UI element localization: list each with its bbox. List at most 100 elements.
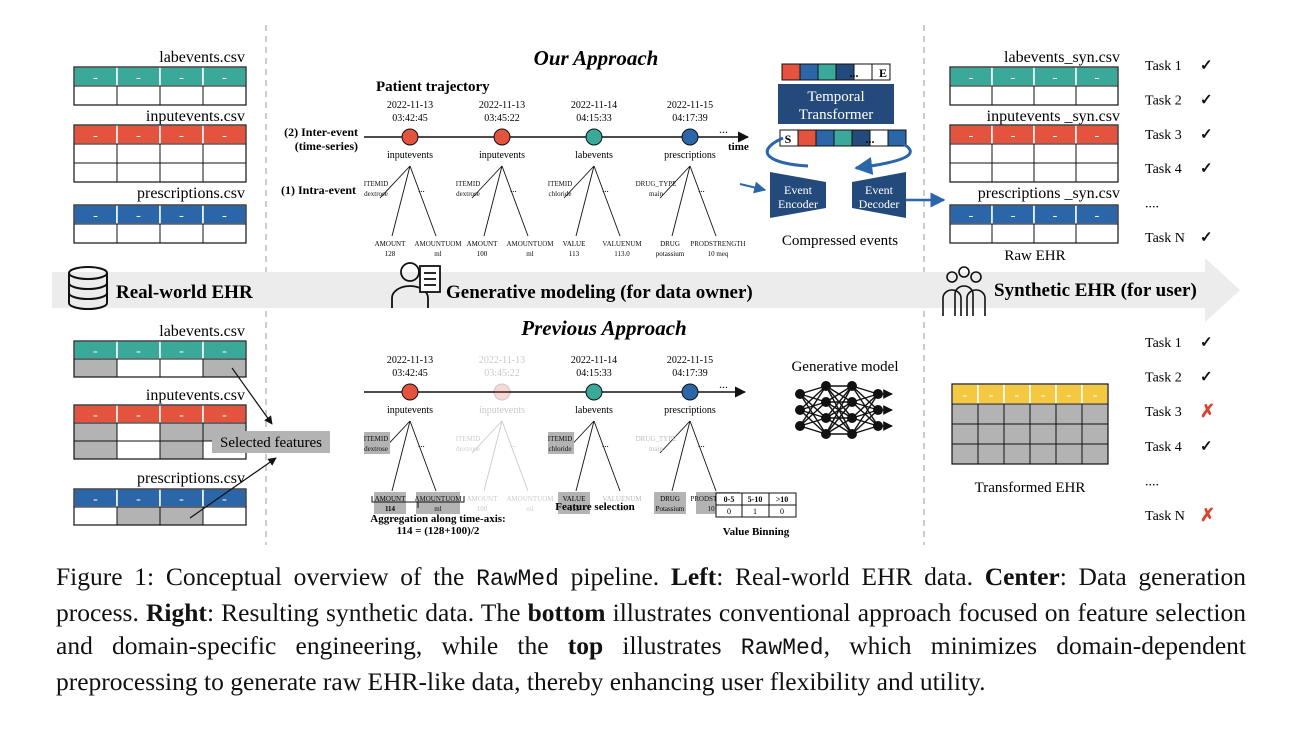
file-label: inputevents.csv (146, 387, 245, 404)
table-cell (1033, 85, 1077, 106)
event-circle (493, 383, 511, 401)
cell-dash: - (963, 388, 968, 403)
feature-key: DRUG (660, 240, 680, 248)
table-cell (1075, 85, 1119, 106)
file-label: inputevents.csv (146, 108, 245, 125)
table-cell (1003, 403, 1031, 425)
ehr-table: ------ (951, 383, 1109, 465)
neuron (821, 429, 831, 439)
temporal-transformer: ... E Temporal Transformer ... S Event E… (765, 63, 946, 249)
caption-bold: top (567, 631, 604, 660)
token-s: S (785, 132, 792, 146)
neuron (847, 429, 857, 439)
event-name: inputevents (479, 405, 525, 416)
binning-table: 0-5 5-10 >10 0 1 0 Value Binning (715, 492, 797, 538)
table-cell (116, 358, 161, 378)
table-cell (951, 423, 979, 445)
event-date: 2022-11-14 (571, 355, 617, 366)
feature-ellipsis: ... (602, 439, 609, 449)
table-cell (116, 85, 161, 106)
table-cell (73, 143, 118, 164)
table-border (73, 124, 247, 183)
feature-value: 10 meq (708, 250, 729, 258)
event-time: 04:17:39 (672, 368, 708, 379)
banner-center: Generative modeling (for data owner) (446, 282, 753, 303)
cell-dash: - (179, 209, 184, 224)
feature-key: AMOUNTUOM (506, 495, 554, 503)
file-label: prescriptions.csv (137, 185, 245, 202)
event-name: labevents (575, 150, 613, 161)
generative-model-label: Generative model (791, 359, 898, 375)
cell-dash: - (222, 71, 227, 86)
caption-bold: Left (670, 562, 717, 591)
table-cell (991, 162, 1035, 183)
cell-dash: - (222, 344, 227, 359)
cell-dash: - (1011, 71, 1016, 86)
table-border (949, 66, 1119, 106)
bin-value: 1 (753, 507, 757, 516)
neuron (847, 413, 857, 423)
table-cell (73, 422, 118, 442)
task-label: Task 2 (1145, 371, 1182, 386)
table-cell (1075, 223, 1119, 244)
table-cell (202, 506, 247, 526)
cell-dash: - (136, 129, 141, 144)
file-label: labevents.csv (159, 323, 245, 340)
table-cell (73, 506, 118, 526)
check-icon: ✓ (1200, 161, 1213, 177)
time-axis-label: time (728, 141, 749, 153)
raw-ehr-label: Raw EHR (1004, 248, 1065, 264)
task-label: Task 1 (1145, 336, 1182, 351)
file-label: labevents_syn.csv (1004, 49, 1120, 66)
task-item: Task 4✓ (1145, 161, 1213, 177)
table-cell (1033, 223, 1077, 244)
feature-key: AMOUNTUOM (414, 240, 462, 248)
feature-key: AMOUNT (467, 495, 498, 503)
feature-selection-label: Feature selection (555, 501, 635, 513)
cell-dash: - (1095, 209, 1100, 224)
table-cell (1075, 162, 1119, 183)
table-cell (949, 85, 993, 106)
table-cell (1033, 143, 1077, 164)
token (815, 129, 835, 147)
ehr-table: ---- (73, 66, 247, 106)
table-cell (116, 422, 161, 442)
decoder-line1: Event (865, 183, 894, 197)
feature-key: AMOUNT (467, 240, 498, 248)
table-cell (977, 403, 1005, 425)
task-label: .... (1145, 474, 1159, 489)
cell-dash: - (179, 129, 184, 144)
left-top-tables: labevents.csv inputevents.csv prescripti… (73, 49, 247, 244)
bin-header: 5-10 (748, 495, 763, 504)
event-node: 2022-11-1303:45:22inputeventsITEMIDdextr… (456, 355, 555, 513)
cell-dash: - (222, 129, 227, 144)
intra-event-label: (1) Intra-event (281, 183, 356, 197)
task-label: Task 4 (1145, 440, 1182, 455)
feature-value: dextrose (456, 190, 480, 198)
cell-dash: - (1015, 388, 1020, 403)
table-cell (116, 162, 161, 183)
patient-trajectory-label: Patient trajectory (376, 79, 490, 95)
feature-ellipsis: ... (698, 184, 705, 194)
value-binning-label: Value Binning (723, 526, 790, 538)
intra-arrow (739, 181, 767, 194)
table-cell (202, 223, 247, 244)
cell-dash: - (179, 492, 184, 507)
token (833, 129, 853, 147)
event-name: inputevents (387, 150, 433, 161)
task-item: Task 2✓ (1145, 370, 1213, 386)
table-border (951, 383, 1109, 465)
cell-dash: - (222, 492, 227, 507)
feature-value: 113 (569, 250, 580, 258)
transformed-ehr-label: Transformed EHR (975, 480, 1086, 496)
task-list-top: Task 1✓Task 2✓Task 3✓Task 4✓....Task N✓ (1145, 58, 1213, 246)
ehr-table: ---- (949, 66, 1119, 106)
table-cell (949, 162, 993, 183)
caption-code: RawMed (740, 635, 824, 661)
figure-caption: Figure 1: Conceptual overview of the Raw… (56, 560, 1246, 698)
selected-features-box (212, 431, 330, 453)
neural-network-icon (795, 381, 893, 439)
task-label: Task 2 (1145, 93, 1182, 108)
event-time: 03:42:45 (392, 113, 428, 124)
cell-dash: - (1093, 388, 1098, 403)
